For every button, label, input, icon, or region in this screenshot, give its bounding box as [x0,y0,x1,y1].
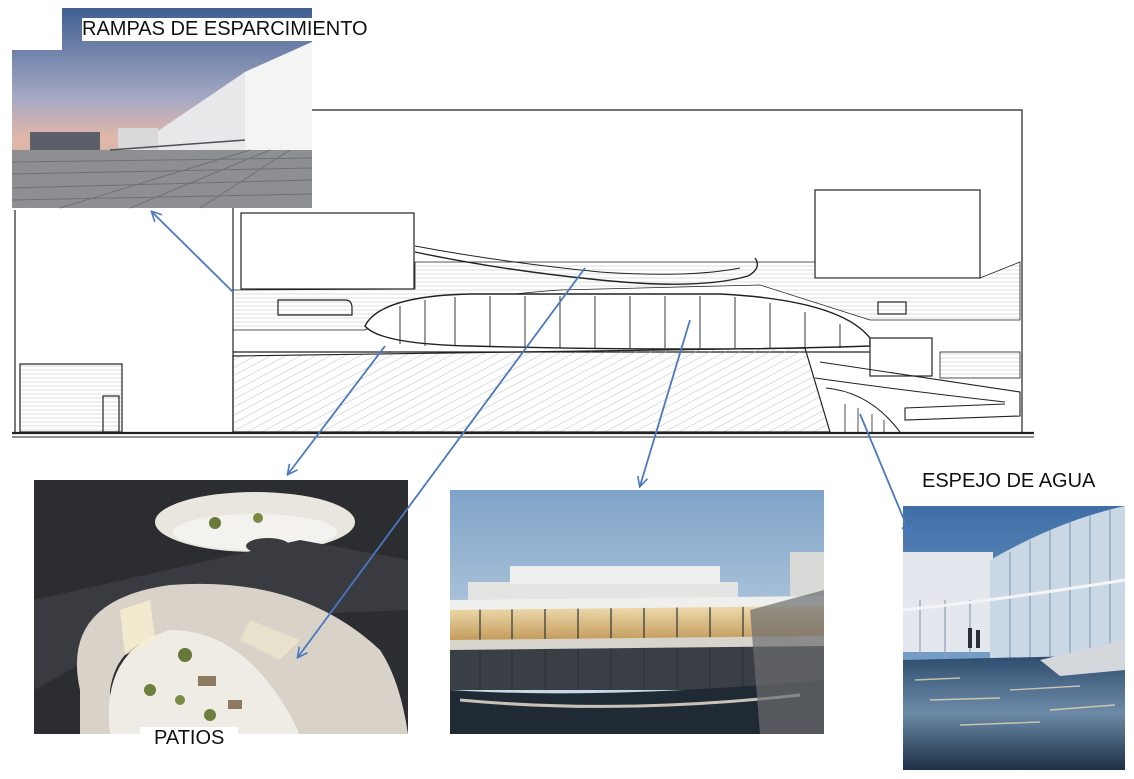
photo-courtyard [450,490,824,734]
label-espejo: ESPEJO DE AGUA [922,470,1096,493]
small-window-left [277,299,353,316]
arrow-to-patios [288,345,386,474]
right-ramp-curve [825,387,901,433]
upper-left-box [240,212,415,290]
upper-curved-ramp-inner [414,245,741,275]
photo-rampas [11,8,313,209]
small-window-right [877,301,907,315]
arrow-to-courtyard [640,319,691,486]
right-mid-volume [869,337,933,377]
sloped-lower-facade [232,347,831,433]
photo-patios [34,480,408,734]
main-volume-outline [230,109,1023,432]
curved-glazed-band [364,293,871,350]
label-patios: PATIOS [140,727,239,750]
photo-espejo [902,506,1126,770]
left-door [102,395,120,433]
arrow-to-rampas [152,212,234,293]
right-ramp-posts [844,404,885,432]
upper-curved-ramp [414,251,758,285]
arrow-to-patios-lower [298,267,586,657]
right-ramp-mid [814,377,1006,403]
glazing-mullions [399,296,841,348]
elevation-drawing [12,109,1034,438]
right-hatched-block [939,351,1021,379]
connector-arrows [152,212,910,657]
label-rampas: RAMPAS DE ESPARCIMIENTO [82,18,368,41]
upper-right-box [814,189,981,279]
right-ramp-upper [819,361,1021,421]
arrow-to-espejo [859,413,910,534]
left-small-building [19,363,123,433]
